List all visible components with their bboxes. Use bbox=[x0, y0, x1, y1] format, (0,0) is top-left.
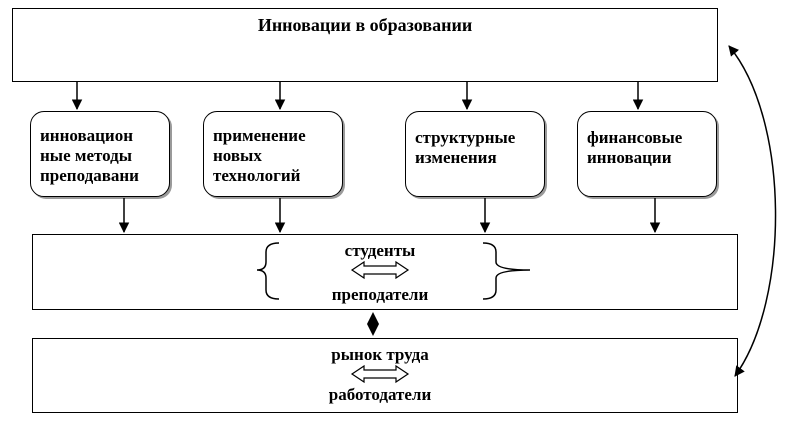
category-1-line-3: преподавани bbox=[40, 166, 139, 185]
category-2-line-3: технологий bbox=[213, 166, 301, 185]
double-arrow-middle bbox=[350, 260, 410, 280]
feedback-curve-arrow bbox=[728, 45, 777, 377]
right-brace bbox=[482, 242, 531, 300]
category-2-line-2: новых bbox=[213, 146, 262, 165]
category-box-1 bbox=[30, 111, 170, 197]
title-box bbox=[12, 8, 718, 82]
category-box-4 bbox=[577, 111, 717, 197]
middle-bottom-label: преподатели bbox=[331, 285, 429, 304]
middle-top-label: студенты bbox=[344, 241, 416, 260]
category-1-line-2: ные методы bbox=[40, 146, 132, 165]
bottom-bottom-label: работодатели bbox=[328, 385, 432, 404]
diamond-connector bbox=[367, 312, 379, 336]
category-box-2 bbox=[203, 111, 343, 197]
bottom-top-label: рынок труда bbox=[331, 345, 429, 364]
category-4-line-1: финансовые bbox=[587, 128, 683, 147]
category-4-line-2: инновации bbox=[587, 148, 672, 167]
category-box-3 bbox=[405, 111, 545, 197]
category-2-line-1: применение bbox=[213, 126, 306, 145]
category-1-line-1: инновацион bbox=[40, 126, 134, 145]
left-brace bbox=[256, 242, 280, 300]
category-3-line-2: изменения bbox=[415, 148, 497, 167]
diagram-title: Инновации в образовании bbox=[257, 15, 473, 35]
category-3-line-1: структурные bbox=[415, 128, 516, 147]
double-arrow-bottom bbox=[350, 364, 410, 384]
